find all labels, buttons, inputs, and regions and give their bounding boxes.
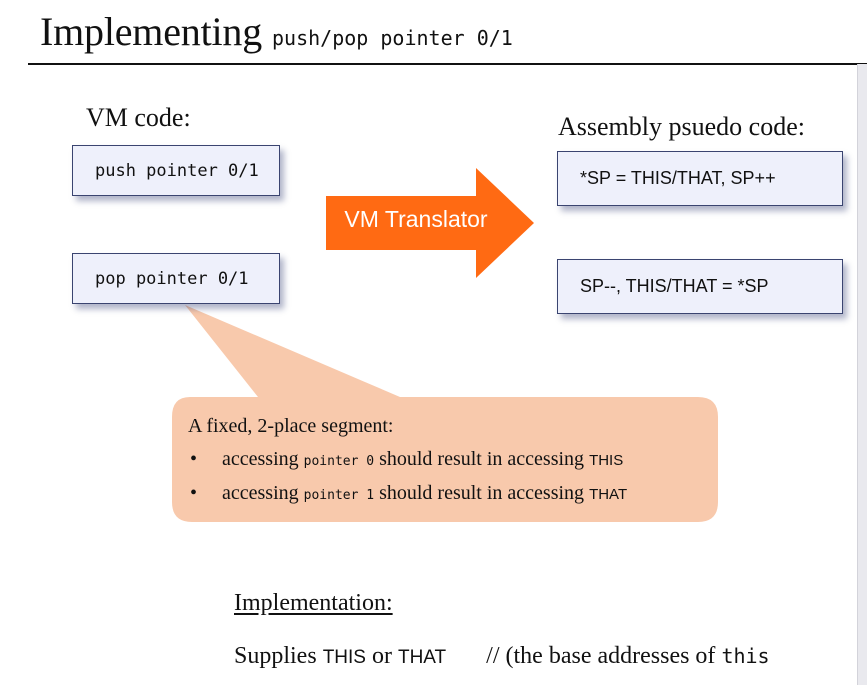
callout-heading: A fixed, 2-place segment: [188,415,394,437]
bullet-icon: • [190,448,198,470]
push-pointer-code-box: push pointer 0/1 [72,145,280,196]
supplies-word: Supplies [234,643,317,669]
arrow-polygon [326,168,534,278]
implementation-heading: Implementation: [234,590,393,616]
pop-assembly-code: SP--, THIS/THAT = *SP [580,276,769,296]
vm-translator-label: VM Translator [344,206,488,232]
assembly-code-label: Assembly psuedo code: [558,112,805,141]
callout-bullet-pointer-1: • accessing pointer 1 should result in a… [188,476,708,510]
callout-prefix: accessing [222,482,299,504]
pop-assembly-box: SP--, THIS/THAT = *SP [557,259,843,314]
arrow-shape [326,168,534,278]
this-keyword: THIS [322,647,366,668]
title-code: push/pop pointer 0/1 [272,26,513,50]
push-pointer-code: push pointer 0/1 [95,160,259,181]
comment-this-code: this [721,644,770,668]
right-edge-scrollbar[interactable] [857,64,867,685]
callout-shape [172,305,718,522]
callout-middle: should result in accessing [379,482,585,504]
callout-code: pointer 0 [303,454,375,469]
callout-bullet-pointer-0: • accessing pointer 0 should result in a… [188,442,708,476]
vm-code-label: VM code: [86,103,191,132]
callout-middle: should result in accessing [379,448,585,470]
vm-translator-arrow: VM Translator [326,168,534,278]
bullet-icon: • [190,482,198,504]
callout-target: THAT [589,486,628,503]
pop-pointer-code: pop pointer 0/1 [95,268,249,289]
title-text: Implementing [40,9,262,54]
implementation-line: Supplies THIS or THAT // (the base addre… [234,643,770,670]
implementation-comment: // (the base addresses of [486,643,716,669]
slide-title: Implementing push/pop pointer 0/1 [40,12,513,52]
callout-prefix: accessing [222,448,299,470]
title-divider [28,63,867,65]
push-assembly-box: *SP = THIS/THAT, SP++ [557,151,843,206]
pop-pointer-code-box: pop pointer 0/1 [72,253,280,304]
or-word: or [371,643,392,669]
callout-target: THIS [589,452,624,469]
callout-code: pointer 1 [303,488,375,503]
that-keyword: THAT [397,647,447,668]
push-assembly-code: *SP = THIS/THAT, SP++ [580,168,776,188]
callout-content: A fixed, 2-place segment: • accessing po… [188,410,708,510]
